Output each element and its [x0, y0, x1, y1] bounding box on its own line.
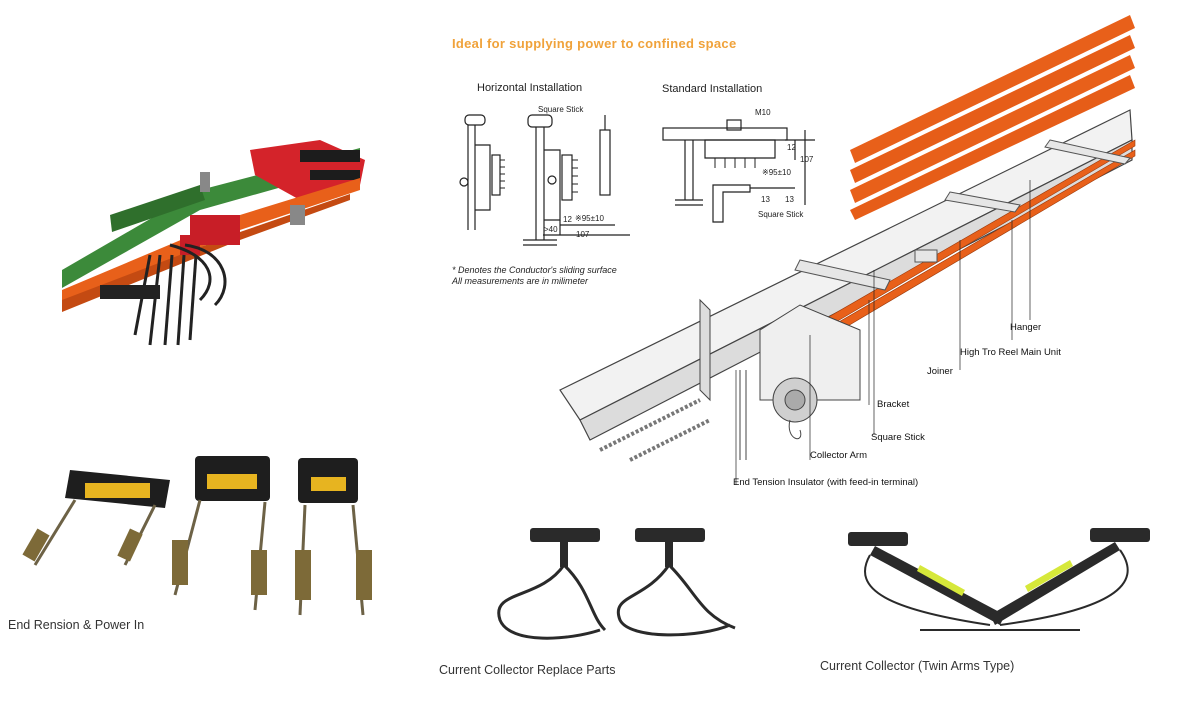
dim-13-b: 13: [785, 195, 794, 204]
assembly-drawing: [559, 109, 1136, 485]
horizontal-installation-drawing: [459, 114, 630, 246]
callout-collector-arm: Collector Arm: [810, 450, 868, 461]
callout-square-stick: Square Stick: [871, 432, 925, 443]
dim-95-b: ※95±10: [762, 168, 791, 177]
callout-hanger: Hanger: [1010, 322, 1042, 333]
dim-12-a: 12: [563, 215, 572, 224]
standard-installation-drawing: [662, 119, 815, 223]
caption-replace-parts: Current Collector Replace Parts: [439, 663, 616, 677]
dim-107-b: 107: [800, 155, 814, 164]
conductor-bars-illustration: [850, 15, 1135, 220]
twin-arms-photo: [848, 528, 1150, 631]
conductor-rail-photo: [62, 140, 365, 346]
caption-twin-arms: Current Collector (Twin Arms Type): [820, 659, 1015, 673]
end-tension-photo: [22, 456, 372, 616]
callout-main-unit: High Tro Reel Main Unit: [960, 347, 1061, 358]
square-stick-label-2: Square Stick: [758, 210, 804, 219]
callout-bracket: Bracket: [877, 399, 910, 410]
horizontal-installation-title: Horizontal Installation: [477, 82, 583, 94]
dim-40: >40: [544, 225, 558, 234]
standard-installation-title: Standard Installation: [662, 83, 763, 95]
callout-joiner: Joiner: [927, 366, 953, 377]
m10-label: M10: [755, 108, 771, 117]
dim-107-a: 107: [576, 230, 590, 239]
dim-95-a: ※95±10: [575, 214, 604, 223]
measurement-notes: * Denotes the Conductor's sliding surfac…: [452, 265, 617, 287]
headline: Ideal for supplying power to confined sp…: [452, 36, 737, 51]
dim-12-b: 12: [787, 143, 796, 152]
note-conductor-surface: * Denotes the Conductor's sliding surfac…: [452, 265, 617, 275]
replace-parts-photo: [497, 528, 736, 640]
note-units: All measurements are in milimeter: [452, 276, 589, 286]
dim-13-a: 13: [761, 195, 770, 204]
square-stick-label-1: Square Stick: [538, 105, 584, 114]
callout-end-tension: End Tension Insulator (with feed-in term…: [733, 477, 919, 488]
caption-end-tension: End Rension & Power In: [8, 618, 145, 632]
